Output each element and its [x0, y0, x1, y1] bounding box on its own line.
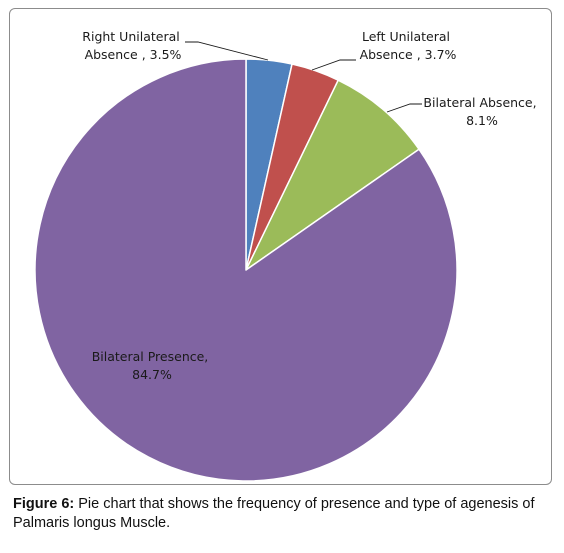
leader-line-left-unilateral: [311, 59, 356, 71]
label-line: 8.1%: [466, 113, 498, 128]
caption-text: Pie chart that shows the frequency of pr…: [13, 496, 535, 531]
label-line: Right Unilateral: [82, 29, 179, 44]
leader-lines: [185, 41, 422, 113]
slice-label-left-unilateral: Left Unilateral Absence , 3.7%: [360, 29, 457, 62]
pie-slice-bilateral-presence: [34, 58, 458, 482]
label-line: Left Unilateral: [362, 29, 450, 44]
pie-slice-bilateral-absence: [245, 79, 420, 271]
slice-label-bilateral-absence: Bilateral Absence, 8.1%: [423, 95, 540, 128]
label-line: Absence , 3.7%: [360, 47, 457, 62]
label-line: Absence , 3.5%: [85, 47, 182, 62]
leader-line-right-unilateral: [185, 41, 269, 61]
label-line: 84.7%: [132, 367, 172, 382]
label-line: Bilateral Presence,: [92, 349, 209, 364]
slice-labels: Right Unilateral Absence , 3.5% Left Uni…: [82, 29, 540, 382]
slice-label-bilateral-presence: Bilateral Presence, 84.7%: [92, 349, 213, 382]
figure-caption: Figure 6: Pie chart that shows the frequ…: [13, 495, 553, 533]
leader-line-bilateral-absence: [386, 103, 422, 113]
pie-slices: [34, 58, 458, 482]
label-line: Bilateral Absence,: [423, 95, 536, 110]
caption-label: Figure 6:: [13, 496, 75, 512]
slice-label-right-unilateral: Right Unilateral Absence , 3.5%: [82, 29, 183, 62]
